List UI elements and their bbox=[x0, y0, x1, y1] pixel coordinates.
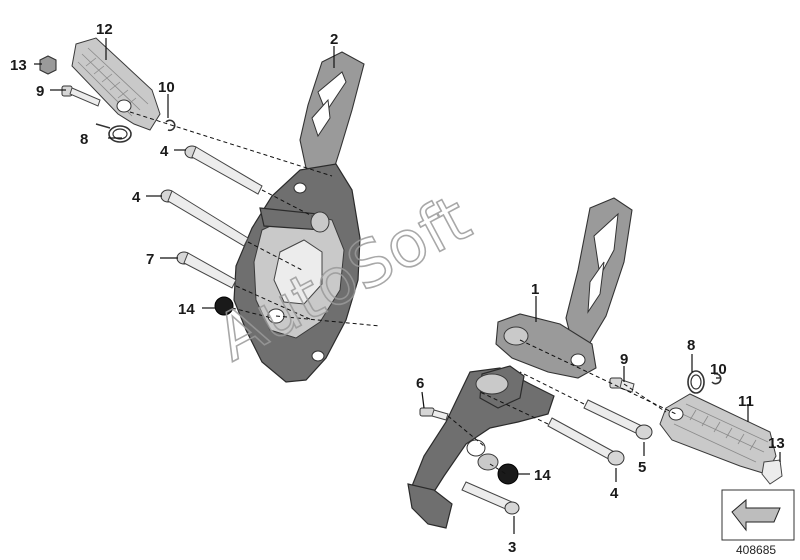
callout-7: 7 bbox=[146, 251, 154, 268]
callout-13: 13 bbox=[768, 435, 785, 452]
bolt-5 bbox=[583, 399, 653, 440]
callout-numbers: 2 12 13 9 10 8 4 4 7 14 1 9 8 10 11 13 6… bbox=[10, 21, 785, 556]
callout-leaders bbox=[34, 38, 781, 534]
callout-11: 11 bbox=[738, 393, 754, 410]
callout-1: 1 bbox=[531, 281, 539, 298]
left-nut bbox=[39, 55, 57, 75]
left-clip bbox=[165, 119, 176, 132]
callout-4: 4 bbox=[160, 143, 169, 160]
direction-arrow-icon bbox=[721, 489, 795, 541]
callout-14: 14 bbox=[178, 301, 195, 318]
callout-4: 4 bbox=[132, 189, 141, 206]
callout-6: 6 bbox=[416, 375, 424, 392]
right-pin bbox=[761, 459, 783, 485]
left-spring bbox=[95, 123, 132, 143]
callout-8: 8 bbox=[80, 131, 88, 148]
right-footrest-bracket bbox=[407, 197, 633, 529]
callout-3: 3 bbox=[508, 539, 516, 556]
damper-right bbox=[497, 463, 519, 485]
right-footpeg bbox=[659, 393, 777, 475]
right-clip bbox=[711, 372, 722, 385]
right-spring bbox=[687, 370, 705, 394]
left-footrest-bracket bbox=[233, 51, 365, 383]
callout-12: 12 bbox=[96, 21, 113, 38]
callout-13: 13 bbox=[10, 57, 27, 74]
bolt-4-upper bbox=[184, 145, 263, 195]
bolt-6 bbox=[419, 407, 449, 421]
bolt-3 bbox=[461, 481, 520, 515]
callout-2: 2 bbox=[330, 31, 338, 48]
callout-14: 14 bbox=[534, 467, 551, 484]
callout-5: 5 bbox=[638, 459, 646, 476]
bolt-4-lower bbox=[547, 417, 625, 466]
right-small-bolt bbox=[609, 377, 635, 393]
callout-4: 4 bbox=[610, 485, 619, 502]
callout-10: 10 bbox=[710, 361, 727, 378]
left-pin bbox=[61, 85, 101, 107]
callout-9: 9 bbox=[620, 351, 628, 368]
callout-8: 8 bbox=[687, 337, 695, 354]
left-footpeg bbox=[71, 37, 161, 131]
assembly-lines bbox=[129, 111, 677, 475]
damper-left bbox=[214, 296, 234, 316]
reference-number: 408685 bbox=[736, 543, 776, 557]
callout-9: 9 bbox=[36, 83, 44, 100]
bolt-7 bbox=[176, 251, 237, 289]
callout-10: 10 bbox=[158, 79, 175, 96]
bolt-4-middle bbox=[160, 189, 249, 247]
